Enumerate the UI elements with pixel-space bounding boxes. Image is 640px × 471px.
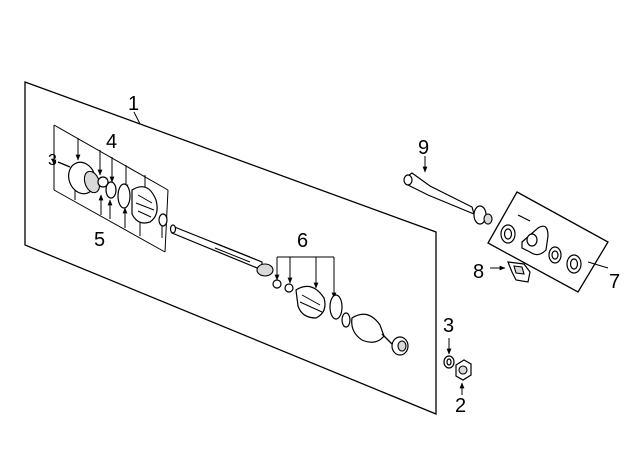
axle-assembly-panel: [24, 81, 437, 415]
axle-nut-part: [455, 359, 472, 395]
callout-5: 5: [94, 229, 105, 251]
callout-1: 1: [128, 93, 139, 115]
outer-joint-bracket: [274, 256, 337, 299]
callout-3: 3: [443, 315, 454, 337]
axle-shaft: [169, 224, 274, 277]
inner-cv-joint: [57, 161, 168, 227]
callout-3-small: 3: [48, 152, 57, 169]
callout-7: 7: [609, 271, 620, 293]
inner-joint-bracket: [51, 124, 169, 253]
callout-4: 4: [106, 131, 117, 153]
bearing-bracket-kit: [487, 191, 609, 293]
support-bracket-part: [490, 261, 531, 283]
washer-part: [443, 338, 455, 369]
callout-8: 8: [473, 261, 484, 283]
callout-2: 2: [455, 395, 466, 417]
callout-6: 6: [297, 230, 308, 252]
leader-1: [133, 111, 141, 125]
intermediate-shaft-part: [403, 156, 493, 225]
outer-cv-joint: [272, 279, 409, 356]
callout-9: 9: [418, 137, 429, 159]
